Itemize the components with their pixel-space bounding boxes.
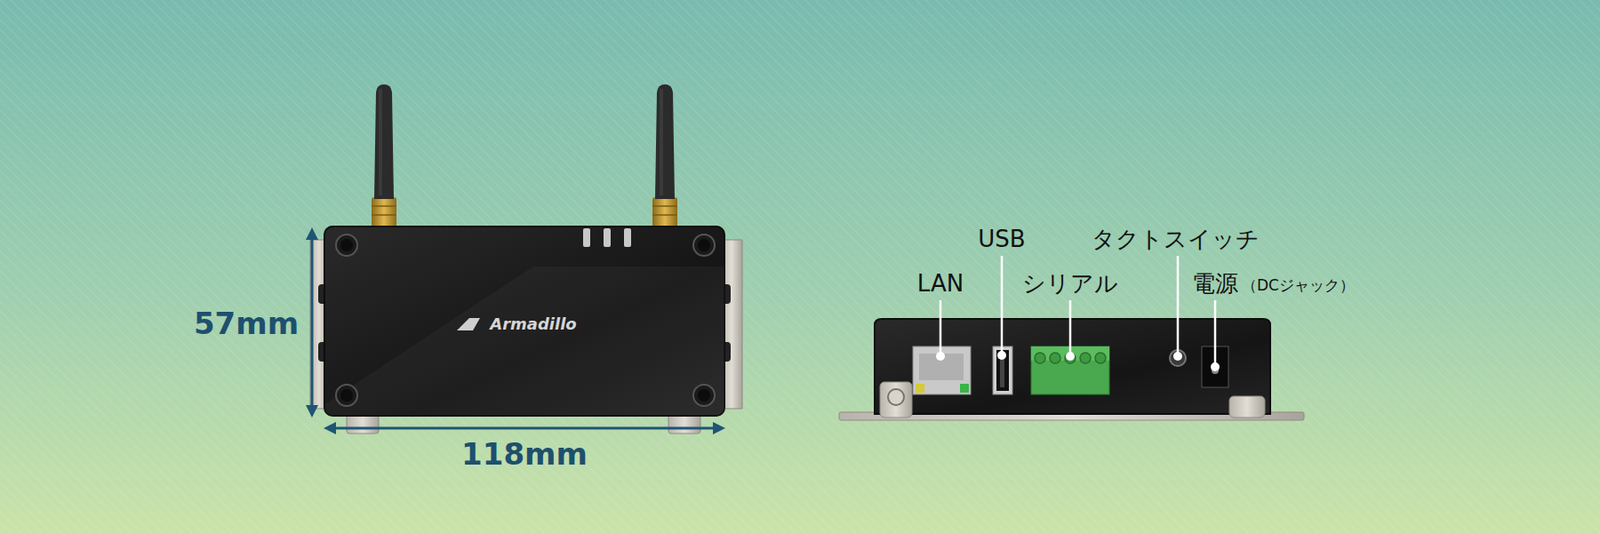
part-label: LAN xyxy=(917,271,964,297)
antenna xyxy=(652,84,678,228)
lan-port xyxy=(912,346,971,395)
front-view xyxy=(310,84,743,434)
tact-switch xyxy=(1169,350,1186,367)
part-label: タクトスイッチ xyxy=(1091,226,1260,253)
usb-port xyxy=(992,346,1013,395)
part-label: 電源 xyxy=(1192,271,1239,297)
terminal-screws xyxy=(1034,352,1106,364)
dimension-label: 57mm xyxy=(193,307,299,341)
logo-text: Armadillo xyxy=(489,315,576,334)
antenna xyxy=(371,84,397,228)
serial-terminal xyxy=(1031,346,1110,395)
dimension-arrow xyxy=(305,227,726,435)
part-note: （DCジャック） xyxy=(1241,277,1355,295)
part-label: USB xyxy=(977,226,1025,253)
leader-line xyxy=(936,256,1220,372)
dimension-label: 118mm xyxy=(461,438,588,472)
side-view xyxy=(839,319,1304,421)
part-label: シリアル xyxy=(1022,271,1119,297)
